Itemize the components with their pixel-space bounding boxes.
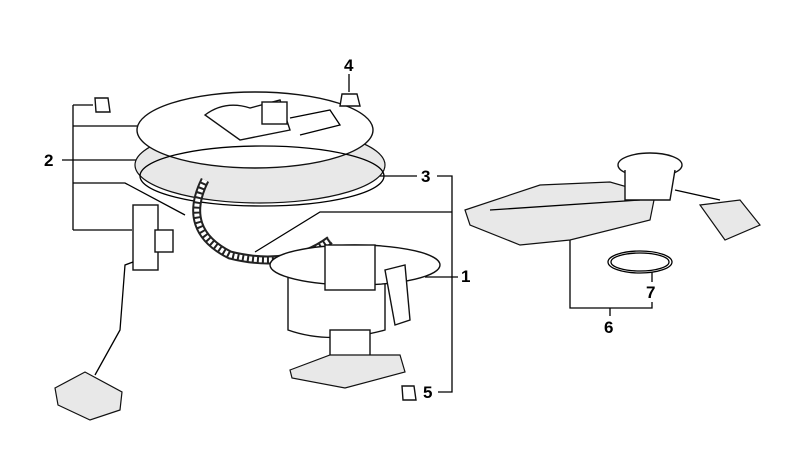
fuel-pump bbox=[269, 244, 441, 389]
leader-lines bbox=[62, 74, 653, 393]
callout-4[interactable]: 4 bbox=[344, 56, 354, 75]
level-sender bbox=[54, 204, 174, 421]
callout-1[interactable]: 1 bbox=[461, 267, 471, 286]
callout-2[interactable]: 2 bbox=[44, 151, 54, 170]
gasket-ring bbox=[139, 145, 385, 207]
callout-7[interactable]: 7 bbox=[646, 283, 656, 302]
callout-5[interactable]: 5 bbox=[423, 383, 433, 402]
callout-3[interactable]: 3 bbox=[421, 167, 431, 186]
suction-jet-pump-assembly bbox=[464, 152, 761, 246]
fuel-pump-flange bbox=[134, 91, 386, 204]
nut bbox=[339, 93, 361, 107]
clip-bottom bbox=[401, 385, 417, 401]
clip-top bbox=[94, 97, 111, 113]
callout-6[interactable]: 6 bbox=[604, 318, 614, 337]
o-ring bbox=[607, 250, 673, 274]
